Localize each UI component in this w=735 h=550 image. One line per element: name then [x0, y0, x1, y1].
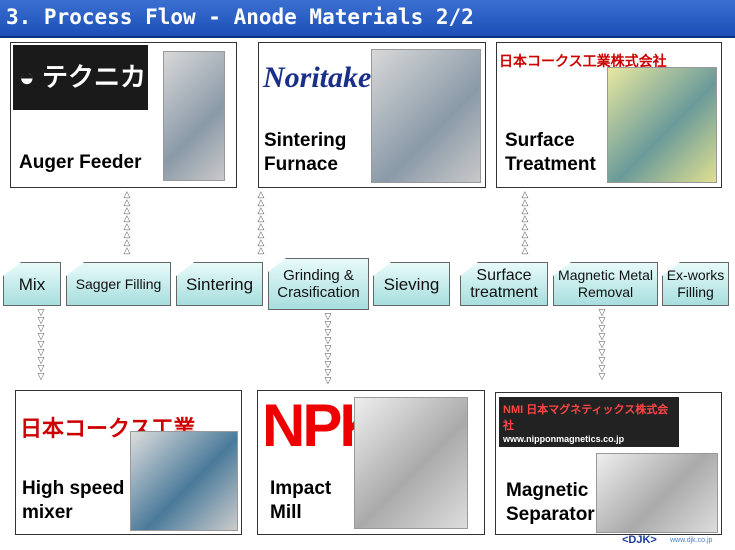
slide-title: 3. Process Flow - Anode Materials 2/2 — [6, 5, 474, 29]
surface-treatment-photo — [607, 67, 717, 183]
arrow-down-grinding: ▽▽▽▽▽▽▽▽▽ — [324, 311, 332, 385]
step-sintering: Sintering — [176, 262, 263, 306]
auger-feeder-label: Auger Feeder — [19, 152, 142, 173]
noritake-logo: Noritake — [263, 61, 372, 94]
arrow-up-sintering: △△△△△△△△ — [257, 189, 265, 255]
step-magnetic-metal-removal: Magnetic Metal Removal — [553, 262, 658, 306]
arrow-down-mix: ▽▽▽▽▽▽▽▽▽ — [37, 307, 45, 381]
technica-logo: ◒ テクニカ — [13, 45, 148, 110]
card-auger-feeder: ◒ テクニカ Auger Feeder — [10, 42, 237, 188]
step-mix: Mix — [3, 262, 61, 306]
step-grinding: Grinding & Crasification — [268, 258, 369, 310]
step-sieving: Sieving — [373, 262, 450, 306]
arrow-up-surface: △△△△△△△△ — [521, 189, 529, 255]
arrow-up-auger: △△△△△△△△ — [123, 189, 131, 255]
magnetic-separator-photo — [596, 453, 718, 533]
title-bar: 3. Process Flow - Anode Materials 2/2 — [0, 0, 735, 38]
step-sagger-filling: Sagger Filling — [66, 262, 171, 306]
djk-logo: <DJK> — [622, 534, 657, 546]
arrow-down-magnetic: ▽▽▽▽▽▽▽▽▽ — [598, 307, 606, 381]
auger-feeder-photo — [163, 51, 225, 181]
furnace-photo — [371, 49, 481, 183]
impact-mill-photo — [354, 397, 468, 529]
step-ex-works-filling: Ex-works Filling — [662, 262, 729, 306]
mixer-photo — [130, 431, 238, 531]
footer-url: www.djk.co.jp — [670, 537, 713, 544]
nippon-coke-logo: 日本コークス工業株式会社 — [499, 53, 667, 69]
step-surface-treatment: Surface treatment — [460, 262, 548, 306]
